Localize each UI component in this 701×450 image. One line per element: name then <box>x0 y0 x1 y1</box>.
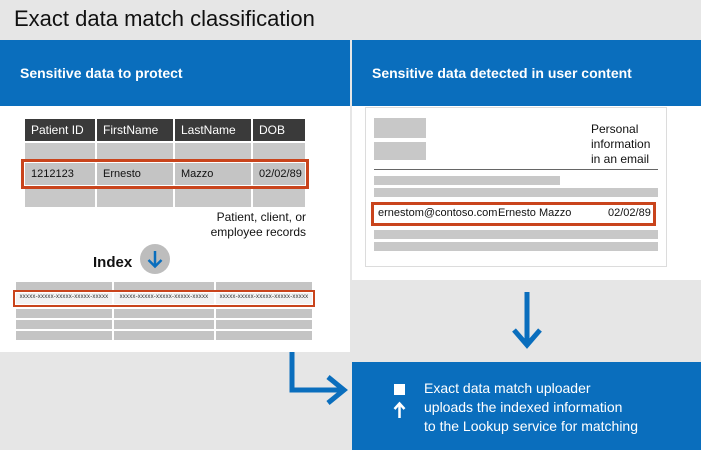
detected-highlight-box <box>371 202 656 226</box>
email-document: Personal information in an email ernesto… <box>366 108 666 266</box>
arrow-down-icon <box>139 243 171 275</box>
table-row <box>97 143 173 161</box>
uploader-line1: Exact data match uploader <box>424 380 591 396</box>
divider <box>374 169 658 170</box>
table-row <box>16 320 112 329</box>
column-header-patient-id: Patient ID <box>25 119 95 141</box>
arrow-right-to-uploader-icon <box>284 352 354 408</box>
email-placeholder-block <box>374 118 426 138</box>
table-row <box>253 143 305 161</box>
detected-name: Ernesto Mazzo <box>498 207 572 219</box>
right-panel-header: Sensitive data detected in user content <box>352 40 701 106</box>
detected-line <box>374 204 658 224</box>
column-header-firstname: FirstName <box>97 119 173 141</box>
table-row <box>216 309 312 318</box>
email-note-line3: in an email <box>591 152 650 166</box>
table-row <box>25 143 95 161</box>
uploader-description: Exact data match uploader uploads the in… <box>424 379 638 436</box>
email-note-line2: information <box>591 137 651 151</box>
column-header-lastname: LastName <box>175 119 251 141</box>
email-note: Personal information in an email <box>591 122 650 167</box>
hash-cell: xxxxx-xxxxx-xxxxx-xxxxx-xxxxx <box>16 293 112 304</box>
records-table: Patient ID FirstName LastName DOB 121212… <box>8 106 340 248</box>
table-row <box>175 189 251 207</box>
table-row <box>114 309 214 318</box>
table-row <box>216 282 312 291</box>
uploader-line2: uploads the indexed information <box>424 399 623 415</box>
cell-patient-id: 1212123 <box>25 163 95 185</box>
table-row <box>97 189 173 207</box>
hash-cell: xxxxx-xxxxx-xxxxx-xxxxx-xxxxx <box>114 293 214 304</box>
table-row <box>216 320 312 329</box>
email-text-line <box>374 188 658 197</box>
email-text-line <box>374 242 658 251</box>
upload-icon <box>392 384 408 420</box>
arrow-down-to-uploader-icon <box>510 290 544 356</box>
left-panel-header: Sensitive data to protect <box>0 40 350 106</box>
email-text-line <box>374 230 658 239</box>
table-row <box>114 331 214 340</box>
table-row <box>175 143 251 161</box>
cell-lastname: Mazzo <box>175 163 251 185</box>
table-row <box>16 309 112 318</box>
index-table: xxxxx-xxxxx-xxxxx-xxxxx-xxxxx xxxxx-xxxx… <box>8 276 320 342</box>
cell-dob: 02/02/89 <box>253 163 305 185</box>
table-row <box>25 189 95 207</box>
uploader-box <box>352 362 701 450</box>
detected-dob: 02/02/89 <box>608 207 651 219</box>
uploader-line3: to the Lookup service for matching <box>424 418 639 434</box>
email-placeholder-block <box>374 142 426 160</box>
records-caption-line2: employee records <box>210 225 306 239</box>
table-row <box>114 320 214 329</box>
index-highlight-box <box>13 290 315 307</box>
records-caption-line1: Patient, client, or <box>216 210 306 224</box>
records-caption: Patient, client, or employee records <box>211 210 306 240</box>
index-label: Index <box>93 254 133 271</box>
table-row <box>216 331 312 340</box>
diagram-title: Exact data match classification <box>14 6 315 31</box>
cell-firstname: Ernesto <box>97 163 173 185</box>
column-header-dob: DOB <box>253 119 305 141</box>
detected-email: ernestom@contoso.com <box>378 207 498 219</box>
table-row <box>253 189 305 207</box>
highlight-box <box>21 159 309 189</box>
email-note-line1: Personal <box>591 122 639 136</box>
email-text-line <box>374 176 560 185</box>
table-row <box>114 282 214 291</box>
table-row <box>16 331 112 340</box>
table-row <box>16 282 112 291</box>
hash-cell: xxxxx-xxxxx-xxxxx-xxxxx-xxxxx <box>216 293 312 304</box>
